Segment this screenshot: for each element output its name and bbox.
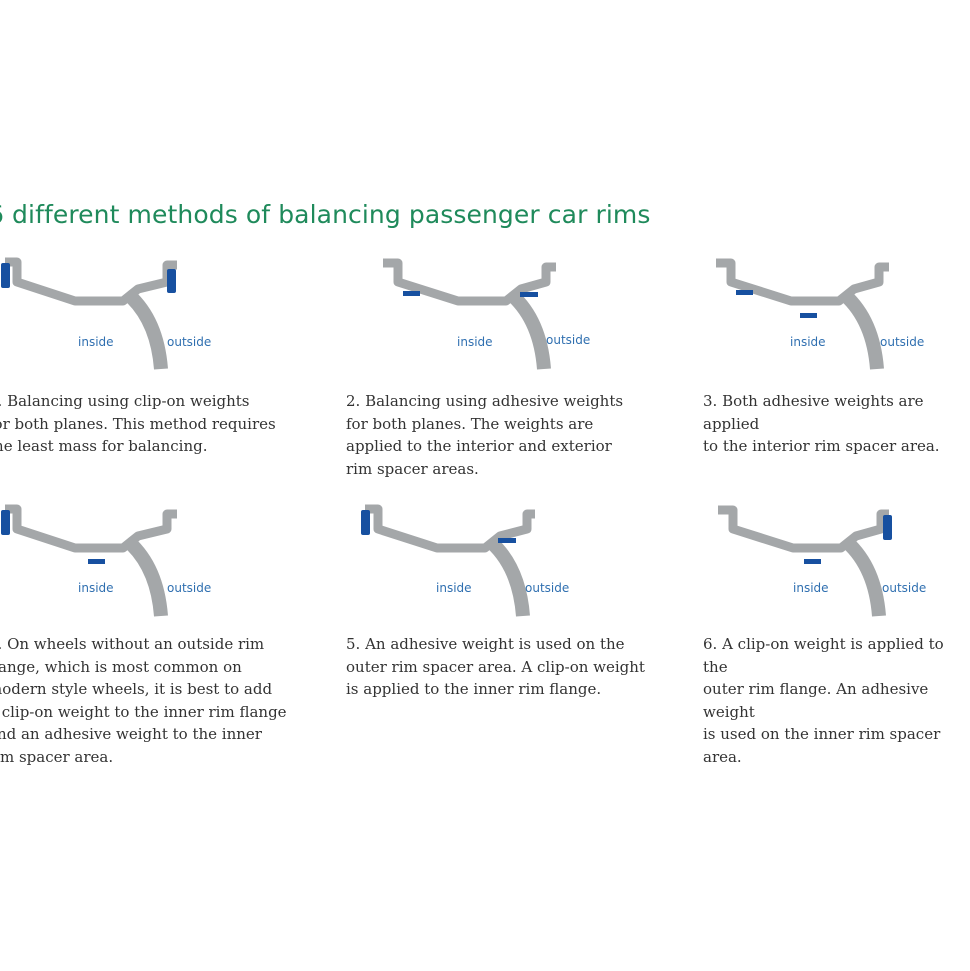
method-3-diagram: inside outside — [709, 255, 970, 395]
method-1-diagram: inside outside — [0, 255, 293, 395]
label-outside: outside — [167, 335, 212, 349]
method-4-diagram: inside outside — [0, 502, 293, 642]
method-4-description: 4. On wheels without an outside rim flan… — [0, 635, 287, 766]
rim-cross-section-1 — [1, 257, 177, 370]
method-3-description: 3. Both adhesive weights are applied to … — [703, 392, 940, 456]
adhesive-weight-interior-b — [800, 313, 817, 318]
label-inside: inside — [78, 581, 114, 595]
rim-cross-section-2 — [383, 258, 556, 370]
label-outside: outside — [546, 333, 591, 347]
clip-on-weight-outer — [883, 515, 892, 540]
adhesive-weight-exterior — [520, 292, 538, 297]
adhesive-weight-outer-spacer — [498, 538, 516, 543]
label-outside: outside — [880, 335, 925, 349]
label-outside: outside — [167, 581, 212, 595]
method-1-description: 1. Balancing using clip-on weights for b… — [0, 392, 276, 456]
method-2-diagram: inside outside — [376, 255, 676, 395]
clip-on-weight-inner — [361, 510, 370, 535]
method-5-description: 5. An adhesive weight is used on the out… — [346, 635, 645, 699]
rim-cross-section-3 — [716, 258, 889, 370]
method-5-diagram: inside outside — [355, 502, 655, 642]
rim-cross-section-4 — [1, 504, 177, 617]
label-inside: inside — [790, 335, 826, 349]
label-inside: inside — [436, 581, 472, 595]
adhesive-weight-interior — [403, 291, 420, 296]
label-inside: inside — [793, 581, 829, 595]
method-2-description: 2. Balancing using adhesive weights for … — [346, 392, 624, 478]
adhesive-weight-interior-a — [736, 290, 753, 295]
method-6-description: 6. A clip-on weight is applied to the ou… — [703, 635, 944, 766]
label-inside: inside — [78, 335, 114, 349]
adhesive-weight-inner-spacer — [804, 559, 821, 564]
clip-on-weight-inner — [1, 510, 10, 535]
clip-on-weight-outer — [167, 269, 176, 293]
clip-on-weight-inner — [1, 263, 10, 288]
adhesive-weight-inner-spacer — [88, 559, 105, 564]
page-title: 6 different methods of balancing passeng… — [0, 200, 651, 229]
method-6-diagram: inside outside — [711, 502, 970, 642]
label-outside: outside — [525, 581, 570, 595]
rim-cross-section-6 — [718, 505, 892, 617]
rim-cross-section-5 — [361, 504, 535, 617]
label-outside: outside — [882, 581, 927, 595]
label-inside: inside — [457, 335, 493, 349]
